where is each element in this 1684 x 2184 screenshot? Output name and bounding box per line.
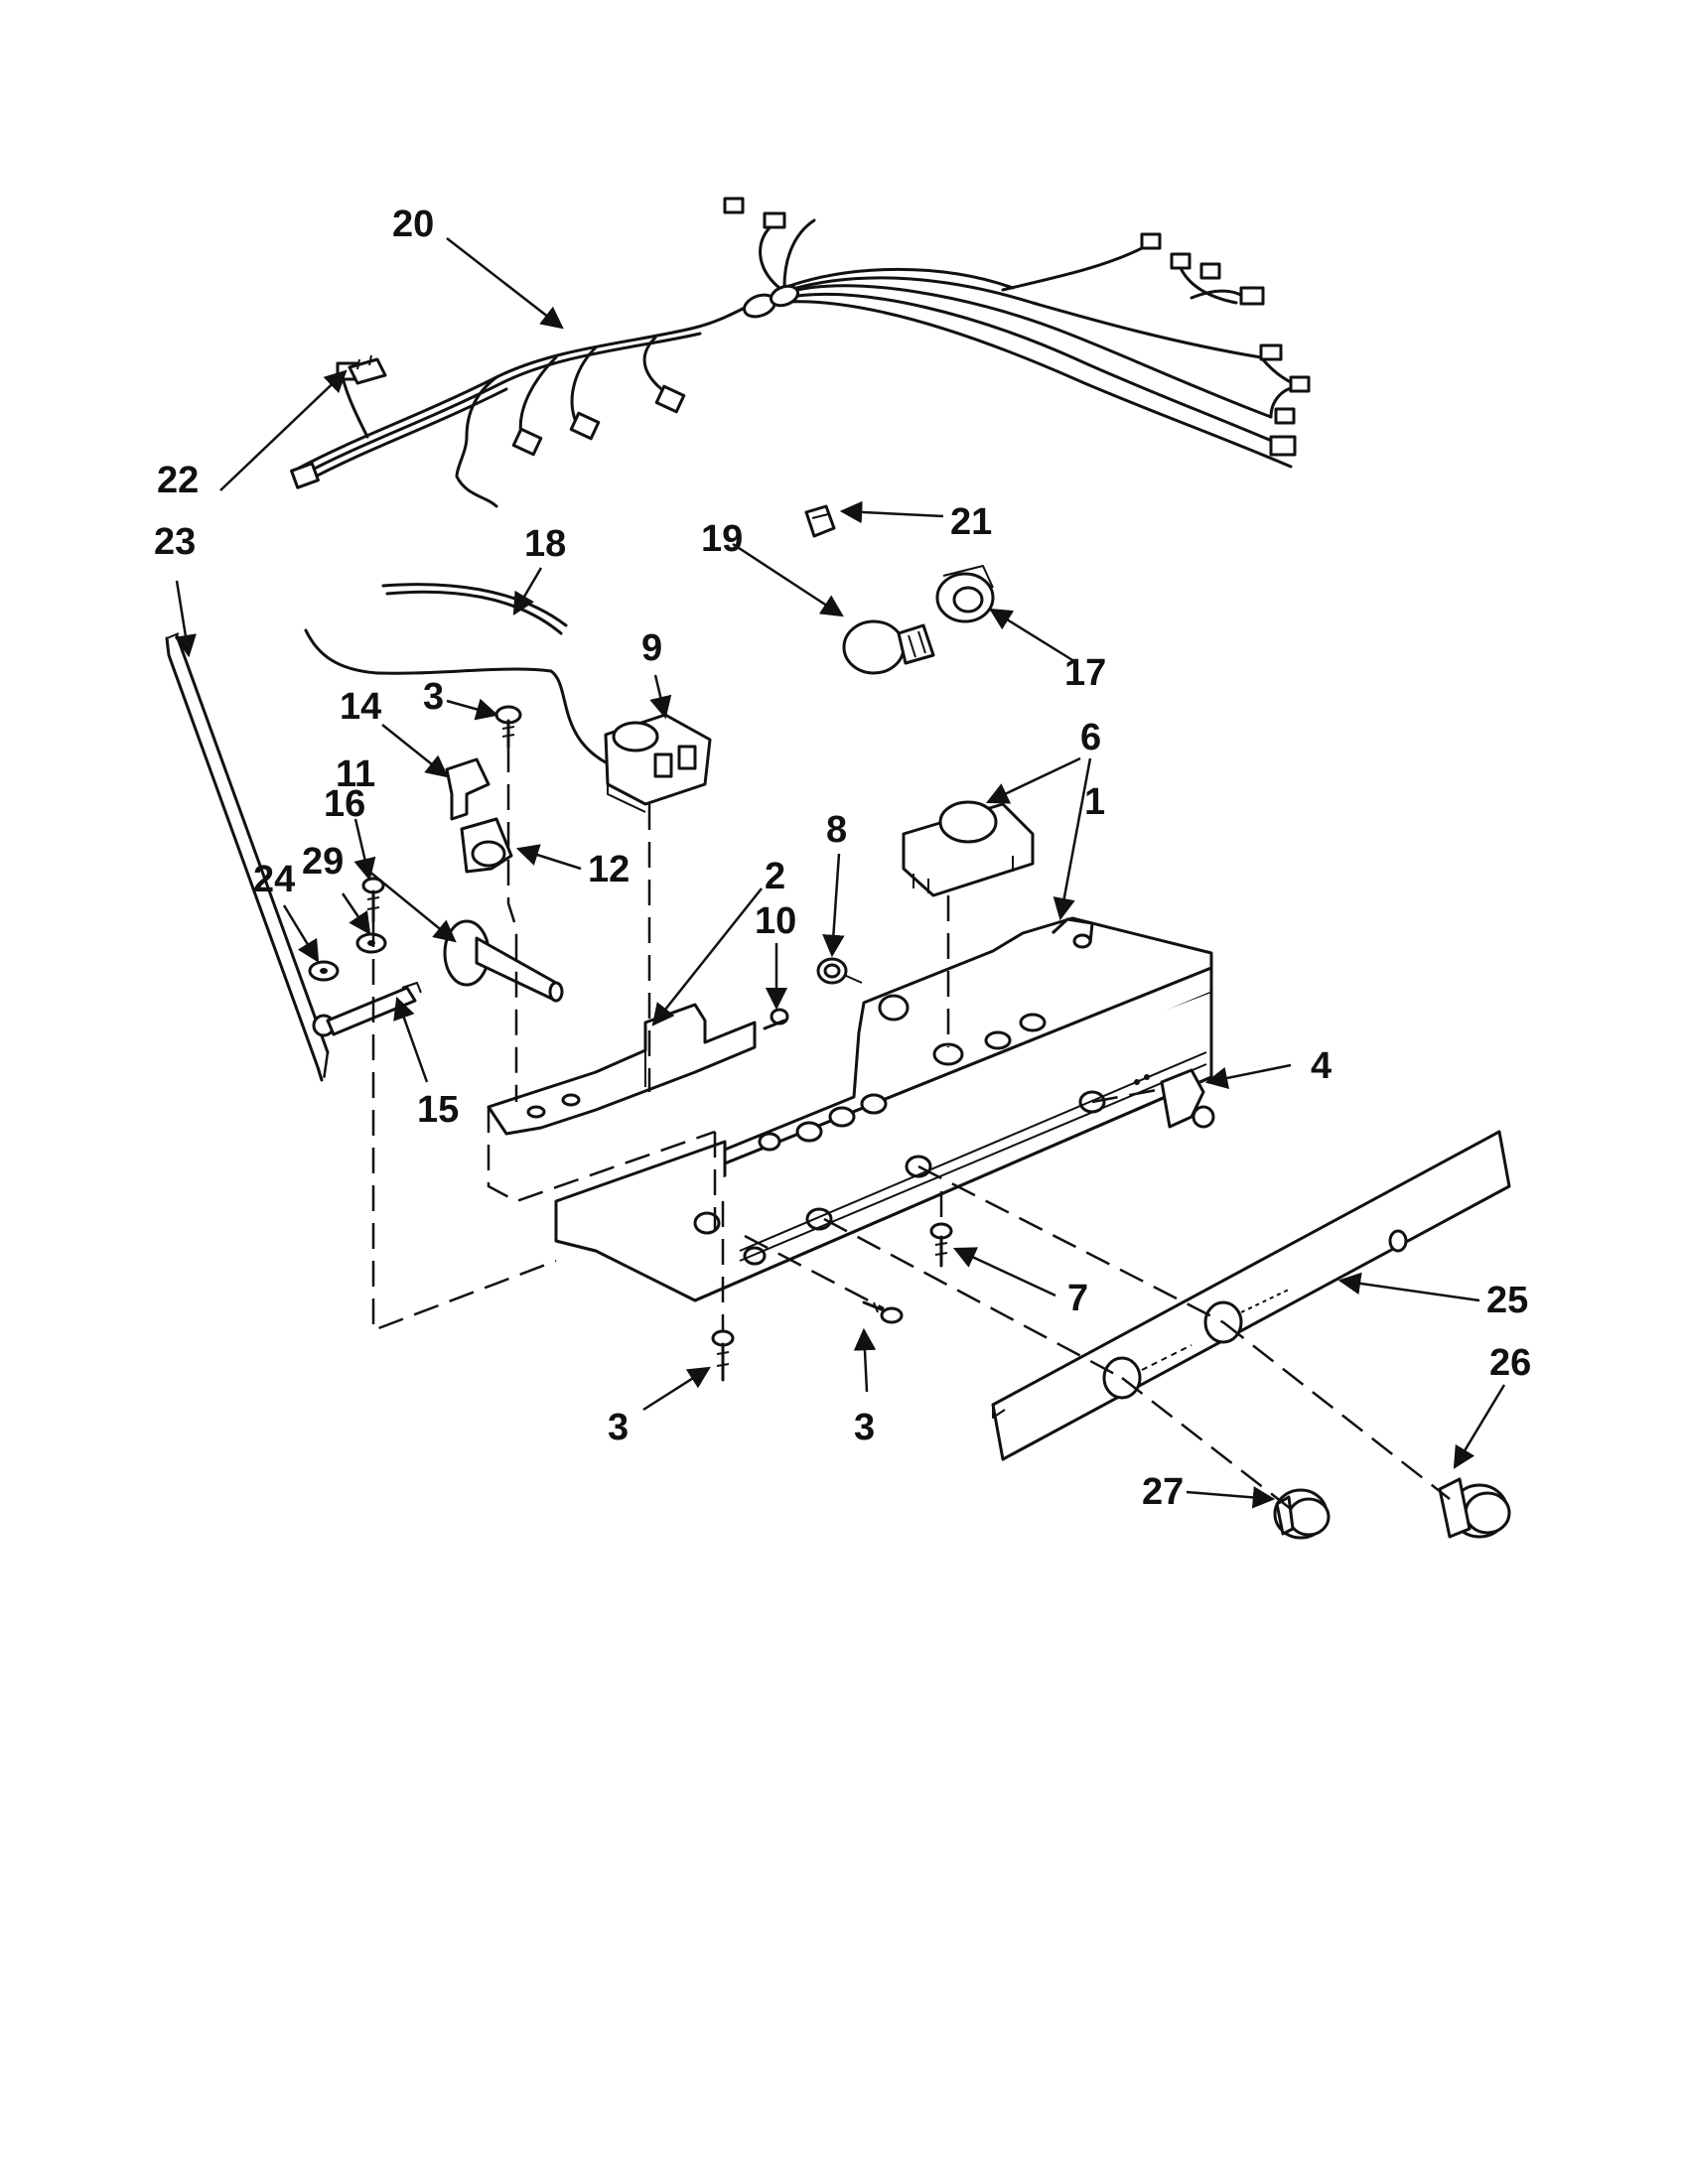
screw-10-part [763,1008,789,1030]
bracket-12-part [460,817,513,874]
callout-26: 26 [1489,1342,1531,1384]
grommet-8-part [816,957,863,985]
callout-29: 29 [302,841,344,883]
thermostat-part [604,713,712,813]
callout-3-top: 3 [423,676,444,718]
callout-3-bottom-right: 3 [854,1407,875,1448]
callout-4: 4 [1311,1045,1332,1087]
switch-4-part [1160,1068,1215,1129]
callout-24: 24 [253,859,295,900]
callout-1: 1 [1084,781,1105,823]
callout-3-bottom-left: 3 [608,1407,629,1448]
callout-16: 16 [324,783,365,825]
callout-27: 27 [1142,1471,1184,1513]
callout-11: 11 [336,753,375,795]
screw-part [494,705,522,749]
leader-lines [174,237,1506,1509]
callout-21: 21 [950,501,992,543]
callout-19: 19 [701,518,743,560]
link-lever-15-part [312,982,422,1037]
callout-23: 23 [154,521,196,563]
callout-25: 25 [1486,1280,1528,1321]
knob-27-part [1273,1488,1331,1540]
callout-6: 6 [1080,717,1101,758]
callout-9: 9 [641,627,662,669]
assembly-guide-lines [322,747,1451,1510]
callout-18: 18 [524,523,566,565]
callout-10: 10 [755,900,796,942]
callout-17: 17 [1064,652,1106,694]
callout-20: 20 [392,204,434,245]
wire-clip-part [348,354,387,385]
screw-bottom-left-part [711,1329,735,1382]
capillary-tube-part [304,583,608,764]
callout-22: 22 [157,460,199,501]
screw-bottom-right-part [862,1300,904,1324]
callout-15: 15 [417,1089,459,1131]
callout-7: 7 [1067,1278,1088,1319]
callout-8: 8 [826,809,847,851]
washer-24-part [308,960,340,982]
callout-labels: 20 22 23 18 21 19 17 9 3 14 11 16 12 29 … [154,204,1531,1513]
screw-7-part [929,1222,953,1268]
screw-16-part [361,877,385,923]
wire-harness-part [290,197,1311,508]
callout-2: 2 [765,856,785,897]
callout-14: 14 [340,686,381,728]
mounting-bracket-2-part [487,1003,757,1136]
control-housing-1-part [554,916,1213,1302]
defrost-timer-6-part [902,800,1035,897]
washer-29-part [355,932,387,954]
light-socket-clip-part [804,504,836,538]
bracket-14-part [445,757,491,821]
knob-26-part [1438,1477,1511,1539]
control-panel-25-part [991,1130,1511,1461]
callout-12: 12 [588,849,630,890]
knob-shaft-11-part [443,919,564,1003]
light-bulb-part [842,619,935,675]
light-socket-part [935,565,995,623]
